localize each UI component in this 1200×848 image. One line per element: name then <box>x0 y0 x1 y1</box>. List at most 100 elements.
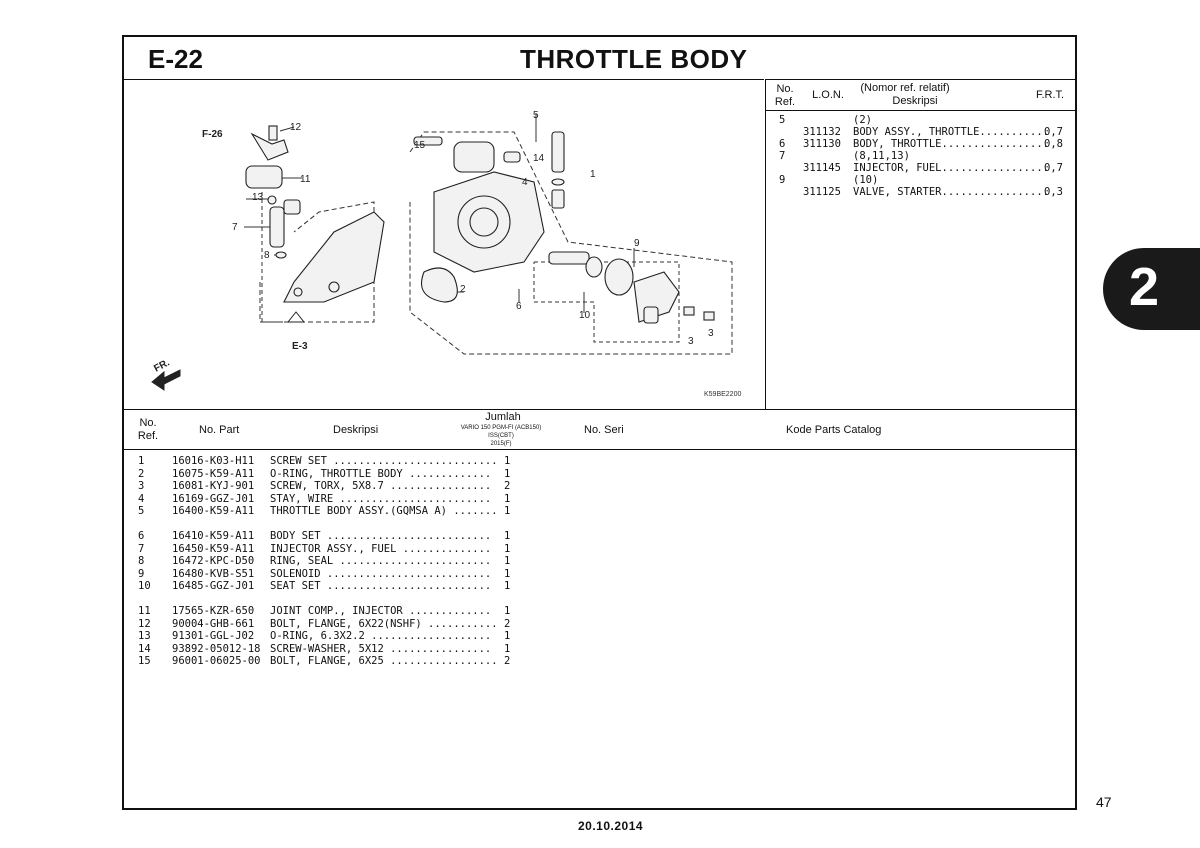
parts-row-description: BOLT, FLANGE, 6X25 ................. <box>270 655 498 668</box>
ref-row-frt: 0,7 <box>1044 126 1063 138</box>
parts-row-description: BOLT, FLANGE, 6X22(NSHF) ........... <box>270 617 498 630</box>
parts-col-model-line3: 2015(F) <box>490 441 512 447</box>
parts-col-no-part: No. Part <box>199 424 240 436</box>
parts-row-description: O-RING, 6.3X2.2 ................... <box>270 630 492 643</box>
front-arrow-icon <box>151 369 181 391</box>
ref-col-desc-top: (Nomor ref. relatif) <box>860 82 950 94</box>
parts-row-quantity: 1 <box>504 530 511 542</box>
ref-row-frt: 0,7 <box>1044 162 1063 174</box>
callout-number: 13 <box>252 192 264 203</box>
parts-row-quantity: 1 <box>504 492 511 505</box>
parts-row-description: BODY SET .......................... <box>270 530 492 542</box>
callout-number: 1 <box>590 169 596 180</box>
title-divider <box>124 79 764 80</box>
ref-row-desc: INJECTOR, FUEL................. <box>853 162 1049 174</box>
callout-number: 5 <box>533 110 539 121</box>
ref-table-divider <box>765 79 766 409</box>
parts-row-description: INJECTOR ASSY., FUEL .............. <box>270 542 492 555</box>
parts-row-description: RING, SEAL ........................ <box>270 555 492 568</box>
ref-row-frt: 0,8 <box>1044 138 1063 150</box>
parts-row-quantity: 1 <box>504 467 511 480</box>
callout-number: 9 <box>634 238 640 249</box>
parts-col-no-seri: No. Seri <box>584 424 624 436</box>
ref-row-desc: (10) <box>853 174 879 186</box>
callout-number: 6 <box>516 301 522 312</box>
ref-row-frt: 0,3 <box>1044 186 1063 198</box>
parts-row-description: THROTTLE BODY ASSY.(GQMSA A) ....... <box>270 505 498 518</box>
section-tab: 2 <box>1103 248 1200 330</box>
parts-row-part-number: 16450-K59-A11 <box>172 542 255 555</box>
callout-number: 15 <box>414 140 426 151</box>
parts-row-ref: 9 <box>138 567 145 580</box>
callout-number: 10 <box>579 310 591 321</box>
parts-row-part-number: 16081-KYJ-901 <box>172 480 255 493</box>
callout-number: 3 <box>688 336 694 347</box>
ref-col-desc: Deskripsi <box>892 95 938 107</box>
parts-row-part-number: 16075-K59-A11 <box>172 467 255 480</box>
parts-row-part-number: 16400-K59-A11 <box>172 505 255 518</box>
callout-number: 7 <box>232 222 238 233</box>
parts-row-ref: 11 <box>138 605 151 617</box>
callout-number: 2 <box>460 284 466 295</box>
parts-row-part-number: 16016-K03-H11 <box>172 455 255 467</box>
parts-row-ref: 4 <box>138 492 145 505</box>
ref-row-ref: 9 <box>779 174 786 186</box>
parts-col-desc: Deskripsi <box>333 424 379 436</box>
parts-row-part-number: 16410-K59-A11 <box>172 530 255 542</box>
callout-number: 14 <box>533 153 545 164</box>
ref-row-ref: 7 <box>779 150 786 162</box>
parts-row-ref: 13 <box>138 630 151 643</box>
parts-row-part-number: 91301-GGL-J02 <box>172 630 255 643</box>
parts-row-quantity: 1 <box>504 642 511 655</box>
ref-row-desc: (8,11,13) <box>853 150 910 162</box>
parts-row-quantity: 1 <box>504 555 511 568</box>
ref-row-ref: 6 <box>779 138 786 150</box>
section-tab-label: 2 <box>1129 257 1160 317</box>
parts-row-part-number: 90004-GHB-661 <box>172 617 255 630</box>
page-frame <box>122 35 1077 810</box>
ref-col-frt: F.R.T. <box>1035 89 1065 101</box>
ref-e3-label: E-3 <box>292 341 308 352</box>
parts-row-part-number: 16472-KPC-D50 <box>172 555 255 568</box>
parts-row-quantity: 1 <box>504 630 511 643</box>
front-arrow-label: FR. <box>152 357 172 374</box>
ref-table-top-line <box>765 79 1076 80</box>
ref-row-desc: VALVE, STARTER................. <box>853 186 1049 198</box>
parts-row-quantity: 1 <box>504 455 511 467</box>
page-title: THROTTLE BODY <box>520 44 748 74</box>
parts-row-part-number: 16169-GGZ-J01 <box>172 492 255 505</box>
parts-col-jumlah: Jumlah <box>485 411 521 423</box>
parts-row-part-number: 17565-KZR-650 <box>172 605 255 617</box>
ref-row-lon: 311145 <box>803 162 841 174</box>
parts-row-ref: 3 <box>138 480 145 493</box>
parts-row-ref: 10 <box>138 580 151 593</box>
print-date: 20.10.2014 <box>578 819 644 833</box>
parts-row-quantity: 1 <box>504 505 511 518</box>
parts-col-model-line1: VARIO 150 PGM-FI (ACB150) <box>460 425 542 431</box>
parts-row-quantity: 1 <box>504 567 511 580</box>
callout-number: 3 <box>708 328 714 339</box>
parts-row-description: O-RING, THROTTLE BODY ............. <box>270 467 492 480</box>
parts-row-ref: 7 <box>138 542 145 555</box>
parts-row-ref: 6 <box>138 530 145 542</box>
parts-row-quantity: 1 <box>504 542 511 555</box>
ref-row-lon: 311132 <box>803 126 841 138</box>
ref-col-no-ref: No. Ref. <box>774 83 796 108</box>
parts-row-description: SCREW, TORX, 5X8.7 ................ <box>270 480 492 493</box>
parts-row-ref: 2 <box>138 467 145 480</box>
parts-row-quantity: 2 <box>504 655 511 668</box>
ref-row-lon: 311130 <box>803 138 841 150</box>
parts-row-description: JOINT COMP., INJECTOR ............. <box>270 605 492 617</box>
parts-row-description: SCREW SET .......................... <box>270 455 498 467</box>
page-number: 47 <box>1096 794 1112 810</box>
parts-col-catalog: Kode Parts Catalog <box>786 424 882 436</box>
ref-row-lon: 311125 <box>803 186 841 198</box>
parts-row-quantity: 1 <box>504 605 511 617</box>
callout-number: 11 <box>300 174 311 185</box>
parts-row-quantity: 2 <box>504 480 511 493</box>
parts-row-quantity: 2 <box>504 617 511 630</box>
ref-table-header-line <box>765 110 1076 111</box>
ref-f26-label: F-26 <box>202 129 223 140</box>
parts-row-ref: 12 <box>138 617 151 630</box>
